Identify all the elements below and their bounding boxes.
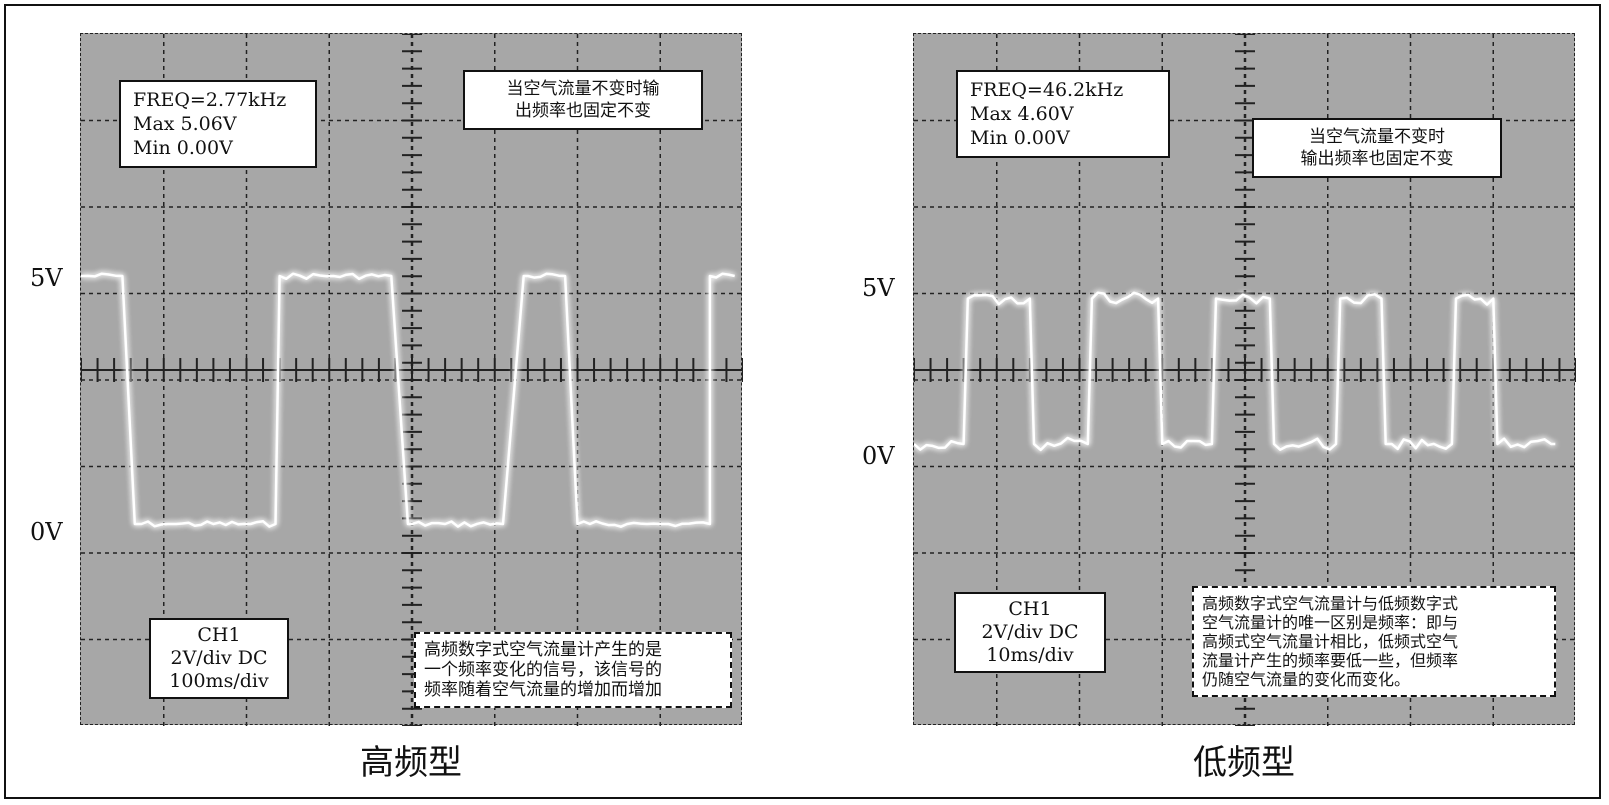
- right-caption-line-3: 高频式空气流量计相比，低频式空气: [1202, 632, 1459, 651]
- left-oscilloscope-screen: FREQ=2.77kHz Max 5.06V Min 0.00V 当空气流量不变…: [80, 33, 743, 726]
- left-caption-line-1: 高频数字式空气流量计产生的是: [424, 640, 662, 660]
- right-readout-box: FREQ=46.2kHz Max 4.60V Min 0.00V: [956, 70, 1170, 158]
- right-caption-line-5: 仍随空气流量的变化而变化。: [1202, 670, 1411, 689]
- right-caption-line-2: 空气流量计的唯一区别是频率：即与: [1202, 613, 1459, 632]
- right-readout-min: Min 0.00V: [970, 127, 1070, 149]
- left-channel-scale: 2V/div DC: [170, 647, 268, 669]
- left-tick-0v: 0V: [30, 518, 63, 546]
- left-note-line-2: 出频率也固定不变: [515, 101, 651, 121]
- right-channel-box: CH1 2V/div DC 10ms/div: [954, 592, 1106, 673]
- right-readout-max: Max 4.60V: [970, 103, 1074, 125]
- left-readout-box: FREQ=2.77kHz Max 5.06V Min 0.00V: [119, 80, 317, 168]
- left-waveform-plot: [81, 34, 743, 726]
- right-caption-box: 高频数字式空气流量计与低频数字式 空气流量计的唯一区别是频率：即与 高频式空气流…: [1192, 586, 1556, 697]
- right-channel-name: CH1: [1008, 598, 1052, 620]
- left-channel-box: CH1 2V/div DC 100ms/div: [149, 618, 289, 699]
- figure-frame: [4, 4, 1601, 799]
- left-caption-line-3: 频率随着空气流量的增加而增加: [424, 680, 662, 700]
- right-channel-timebase: 10ms/div: [986, 644, 1074, 666]
- right-readout-freq: FREQ=46.2kHz: [970, 79, 1124, 101]
- left-signal-trace: [81, 272, 735, 528]
- right-caption-line-1: 高频数字式空气流量计与低频数字式: [1202, 594, 1459, 613]
- right-panel-title: 低频型: [1193, 743, 1295, 783]
- left-readout-min: Min 0.00V: [133, 137, 233, 159]
- left-caption-line-2: 一个频率变化的信号，该信号的: [424, 660, 662, 680]
- left-tick-5v: 5V: [30, 264, 63, 292]
- left-note-line-1: 当空气流量不变时输: [506, 79, 660, 99]
- right-caption-line-4: 流量计产生的频率要低一些，但频率: [1202, 651, 1459, 670]
- left-channel-timebase: 100ms/div: [169, 670, 269, 692]
- right-note-box: 当空气流量不变时 输出频率也固定不变: [1252, 118, 1502, 178]
- right-note-line-2: 输出频率也固定不变: [1300, 149, 1454, 169]
- right-oscilloscope-screen: FREQ=46.2kHz Max 4.60V Min 0.00V 当空气流量不变…: [913, 33, 1576, 726]
- right-tick-5v: 5V: [862, 274, 895, 302]
- left-channel-name: CH1: [197, 624, 241, 646]
- left-grid: [81, 34, 743, 726]
- left-panel-title: 高频型: [360, 743, 462, 783]
- left-caption-box: 高频数字式空气流量计产生的是 一个频率变化的信号，该信号的 频率随着空气流量的增…: [414, 632, 732, 708]
- left-note-box: 当空气流量不变时输 出频率也固定不变: [463, 70, 703, 130]
- right-signal-trace: [914, 291, 1556, 452]
- right-tick-0v: 0V: [862, 442, 895, 470]
- left-readout-freq: FREQ=2.77kHz: [133, 89, 287, 111]
- right-note-line-1: 当空气流量不变时: [1309, 127, 1445, 147]
- left-readout-max: Max 5.06V: [133, 113, 237, 135]
- right-channel-scale: 2V/div DC: [981, 621, 1079, 643]
